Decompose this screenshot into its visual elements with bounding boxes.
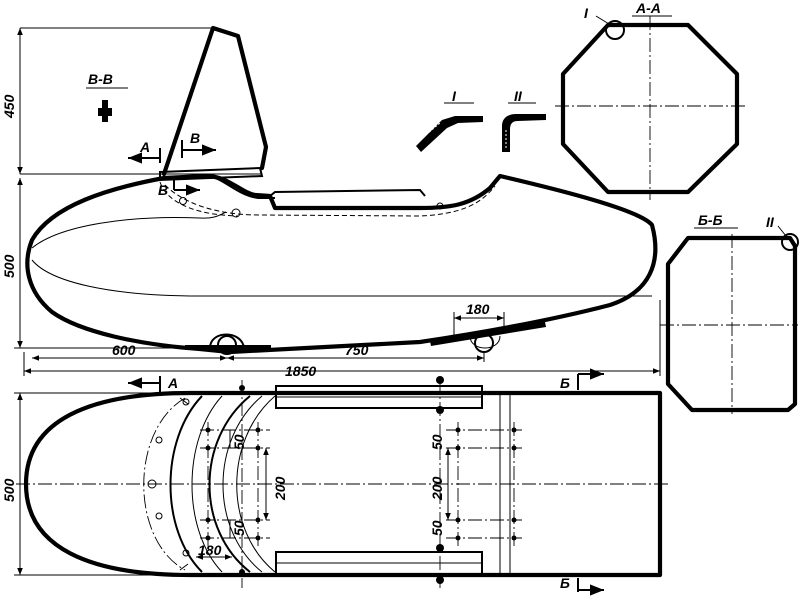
bolt-marker <box>179 197 187 205</box>
front-bolt-pattern <box>200 422 270 548</box>
section-bb: Б-Б II <box>660 212 799 414</box>
section-aa: А-А I <box>555 0 745 200</box>
cut-marker-b-bottom: Б <box>560 575 604 596</box>
section-bb-title: Б-Б <box>698 212 723 228</box>
section-vv: В-В <box>86 71 128 122</box>
chassis-rail-top <box>275 385 483 409</box>
front-wheel-mount <box>185 333 271 355</box>
svg-text:500: 500 <box>1 254 17 278</box>
sidecar-body-outline <box>25 173 658 355</box>
cut-marker-v-lower: В <box>158 180 200 198</box>
dim-bolt-50-d: 50 <box>429 520 445 536</box>
dim-length-750: 750 <box>227 342 484 361</box>
bolt-marker <box>231 208 241 218</box>
svg-text:750: 750 <box>345 342 369 358</box>
cut-label-a: А <box>139 139 150 155</box>
dim-width-500-top: 500 <box>1 392 190 576</box>
detail-2: II <box>502 88 546 152</box>
top-view <box>16 376 670 588</box>
rear-bolt-pattern <box>445 422 522 548</box>
detail-1-title: I <box>452 88 457 104</box>
svg-text:1850: 1850 <box>285 363 316 379</box>
dim-bolt-50-b: 50 <box>231 520 247 536</box>
bb-section-outline <box>665 235 798 413</box>
windshield <box>161 25 269 177</box>
section-vv-title: В-В <box>88 71 113 87</box>
inner-frame-dashed <box>164 184 496 217</box>
octagon-section <box>560 22 740 195</box>
aa-detail-1-ref: I <box>584 5 589 21</box>
cut-marker-v-side: В <box>181 130 216 158</box>
dim-wheel-180: 180 <box>453 301 505 336</box>
side-view <box>20 25 658 355</box>
cut-label-v-lower: В <box>158 182 168 198</box>
dim-mount-180: 180 <box>196 542 232 560</box>
dim-bolt-50-a: 50 <box>231 434 247 450</box>
cut-marker-a-side: А <box>128 139 161 164</box>
detail-2-title: II <box>514 88 523 104</box>
cut-marker-a-top: А <box>128 375 178 392</box>
dim-bolt-200-front: 200 <box>272 476 288 501</box>
bb-detail-2-ref: II <box>766 214 775 230</box>
svg-text:180: 180 <box>198 542 222 558</box>
bolt-marker <box>436 202 444 210</box>
section-aa-title: А-А <box>635 0 661 16</box>
cut-label-a-top: А <box>167 375 178 391</box>
dim-length-1850: 1850 <box>23 300 661 379</box>
dim-bolt-200-rear: 200 <box>429 476 445 501</box>
svg-text:180: 180 <box>466 301 490 317</box>
dim-height-500-side: 500 <box>1 178 200 349</box>
dim-bolt-50-c: 50 <box>429 434 445 450</box>
cut-label-b-bottom: Б <box>560 575 570 591</box>
dim-length-600: 600 <box>32 342 227 361</box>
dim-height-450: 450 <box>1 28 23 174</box>
svg-text:450: 450 <box>1 94 17 119</box>
chassis-rail-bottom <box>275 551 483 575</box>
cut-marker-b-top: Б <box>560 368 604 391</box>
cut-label-v: В <box>190 130 200 146</box>
detail-1: I <box>416 88 483 152</box>
cut-label-b-top: Б <box>560 375 570 391</box>
svg-text:600: 600 <box>112 342 136 358</box>
svg-text:500: 500 <box>1 478 17 502</box>
